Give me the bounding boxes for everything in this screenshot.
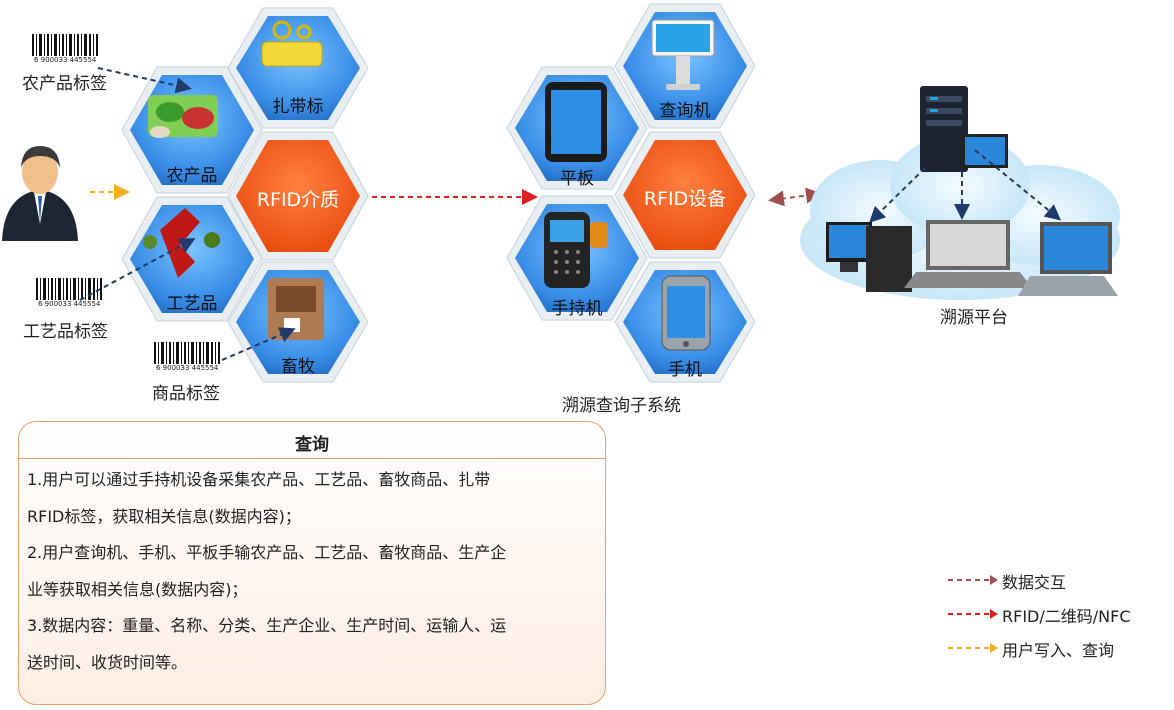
legend-label: 用户写入、查询 — [1002, 641, 1115, 660]
hex-label-device: RFID设备 — [643, 188, 727, 210]
label-goods-tag: 商品标签 — [152, 384, 220, 404]
panel-line: 3.数据内容：重量、名称、分类、生产企业、生产时间、运输人、运 — [27, 616, 507, 636]
connector-agri-tag — [97, 67, 192, 94]
tablet-icon — [545, 82, 607, 162]
laptop-blue-icon — [1018, 222, 1118, 296]
hex-medium — [227, 131, 369, 261]
label-subsystem: 溯源查询子系统 — [562, 396, 681, 416]
server-link-pc — [869, 167, 926, 223]
connector-goods-tag — [221, 327, 296, 361]
panel-line: 2.用户查询机、手机、平板手输农产品、工艺品、畜牧商品、生产企 — [27, 543, 507, 563]
hex-label-handheld: 手持机 — [551, 299, 603, 319]
user-avatar-icon — [2, 146, 78, 241]
barcode-agri-icon — [30, 34, 100, 62]
label-craft-tag: 工艺品标签 — [23, 322, 108, 342]
hex-device — [614, 131, 756, 259]
hex-label-medium: RFID介质 — [256, 189, 340, 211]
legend-red-arrow-icon — [948, 609, 998, 619]
laptop-gray-icon — [904, 220, 1032, 288]
label-platform: 溯源平台 — [940, 308, 1008, 328]
monitor-icon — [962, 134, 1008, 168]
barcode-number-agri: 6 900033 445554 — [34, 56, 97, 64]
panel-line: RFID标签，获取相关信息(数据内容)； — [27, 506, 301, 526]
hex-label-craft: 工艺品 — [166, 294, 218, 314]
tag-key-icon — [261, 20, 323, 67]
query-info-panel: 查询 1.用户可以通过手持机设备采集农产品、工艺品、畜牧商品、扎带 RFID标签… — [18, 421, 606, 705]
vegetables-icon — [148, 95, 218, 138]
barcode-number-goods: 6 900033 445554 — [156, 364, 219, 372]
hex-label-phone: 手机 — [668, 360, 702, 380]
hex-label-livestock: 畜牧 — [281, 357, 315, 377]
barcode-craft-icon — [34, 278, 104, 306]
connector-craft-tag — [79, 238, 196, 301]
legend-label: 数据交互 — [1002, 573, 1067, 592]
barcode-goods-icon — [152, 342, 222, 370]
desktop-pc-icon — [826, 222, 912, 292]
legend-brown-arrow-icon — [948, 575, 998, 585]
legend-label: RFID/二维码/NFC — [1002, 607, 1131, 626]
hex-label-tablet: 平板 — [560, 169, 594, 189]
label-agri-tag: 农产品标签 — [22, 74, 107, 94]
phone-icon — [661, 275, 711, 351]
panel-line: 业等获取相关信息(数据内容)； — [27, 579, 248, 599]
panel-line: 送时间、收货时间等。 — [27, 652, 188, 672]
arrow-data-exchange — [768, 187, 822, 207]
livestock-package-icon — [268, 278, 324, 340]
panel-body: 1.用户可以通过手持机设备采集农产品、工艺品、畜牧商品、扎带 RFID标签，获取… — [27, 462, 597, 682]
server-icon — [920, 86, 968, 172]
panel-divider — [19, 458, 605, 459]
barcode-number-craft: 6 900033 445554 — [38, 300, 101, 308]
panel-line: 1.用户可以通过手持机设备采集农产品、工艺品、畜牧商品、扎带 — [27, 470, 491, 489]
kiosk-icon — [651, 19, 715, 90]
legend-yellow-arrow-icon — [948, 643, 998, 653]
hex-label-zhadai: 扎带标 — [272, 97, 324, 117]
hex-label-agri: 农产品 — [166, 166, 218, 186]
hex-label-kiosk: 查询机 — [659, 101, 711, 121]
handheld-scanner-icon — [544, 212, 608, 288]
panel-title: 查询 — [295, 435, 329, 455]
